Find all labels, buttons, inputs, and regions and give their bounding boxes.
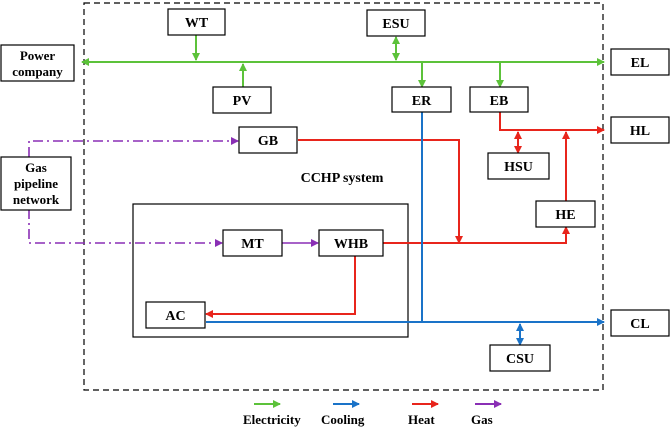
node-hsu: HSU xyxy=(487,152,550,180)
node-pv: PV xyxy=(212,86,272,114)
node-wt: WT xyxy=(167,8,226,36)
gas-to-mt xyxy=(28,209,223,247)
whb-to-he xyxy=(383,226,570,244)
node-csu: CSU xyxy=(489,344,551,372)
electricity-flows xyxy=(81,35,605,88)
csu-label: CSU xyxy=(506,352,534,367)
node-el: EL xyxy=(610,48,670,76)
node-whb: WHB xyxy=(318,229,384,257)
whb-label: WHB xyxy=(334,237,368,252)
gb-label: GB xyxy=(258,134,278,149)
cl-label: CL xyxy=(630,317,649,332)
node-esu: ESU xyxy=(366,9,426,37)
el-label: EL xyxy=(631,56,650,71)
legend-heat-label: Heat xyxy=(408,412,435,427)
cchp-system-label: CCHP system xyxy=(301,171,384,186)
node-er: ER xyxy=(391,86,452,113)
gas-network-label-2: pipeline xyxy=(14,176,58,191)
legend-cooling-label: Cooling xyxy=(321,412,365,427)
power-company-label-1: Power xyxy=(20,48,56,63)
node-mt: MT xyxy=(222,229,283,257)
whb-to-ac xyxy=(205,256,356,318)
node-gb: GB xyxy=(238,126,298,154)
node-cl: CL xyxy=(610,309,670,337)
power-company-label-2: company xyxy=(12,64,63,79)
ac-label: AC xyxy=(165,309,185,324)
esu-label: ESU xyxy=(382,17,409,32)
gas-network-label-3: network xyxy=(13,192,60,207)
heat-flows xyxy=(205,112,605,318)
mt-subsystem-box xyxy=(132,203,409,338)
node-power-company: Power company xyxy=(0,44,75,82)
gas-flows xyxy=(28,137,239,247)
node-hl: HL xyxy=(610,116,670,144)
wt-label: WT xyxy=(185,16,209,31)
eb-label: EB xyxy=(490,94,509,109)
node-gas-network: Gas pipeline network xyxy=(0,156,72,211)
gas-to-gb xyxy=(28,137,239,157)
hl-label: HL xyxy=(630,124,650,139)
cchp-boundary xyxy=(83,2,604,391)
eb-to-hl xyxy=(499,112,605,134)
er-label: ER xyxy=(412,94,432,109)
legend-gas-label: Gas xyxy=(471,412,493,427)
hsu-label: HSU xyxy=(504,160,533,175)
mt-label: MT xyxy=(241,237,264,252)
node-he: HE xyxy=(535,200,596,228)
gb-heat xyxy=(298,139,463,244)
gas-network-label-1: Gas xyxy=(25,160,47,175)
cooling-flows xyxy=(206,112,605,346)
legend-electricity-label: Electricity xyxy=(243,412,301,427)
legend: Electricity Cooling Heat Gas xyxy=(243,400,502,427)
he-label: HE xyxy=(555,208,575,223)
node-ac: AC xyxy=(145,301,206,329)
node-eb: EB xyxy=(469,86,529,113)
pv-label: PV xyxy=(233,94,252,109)
